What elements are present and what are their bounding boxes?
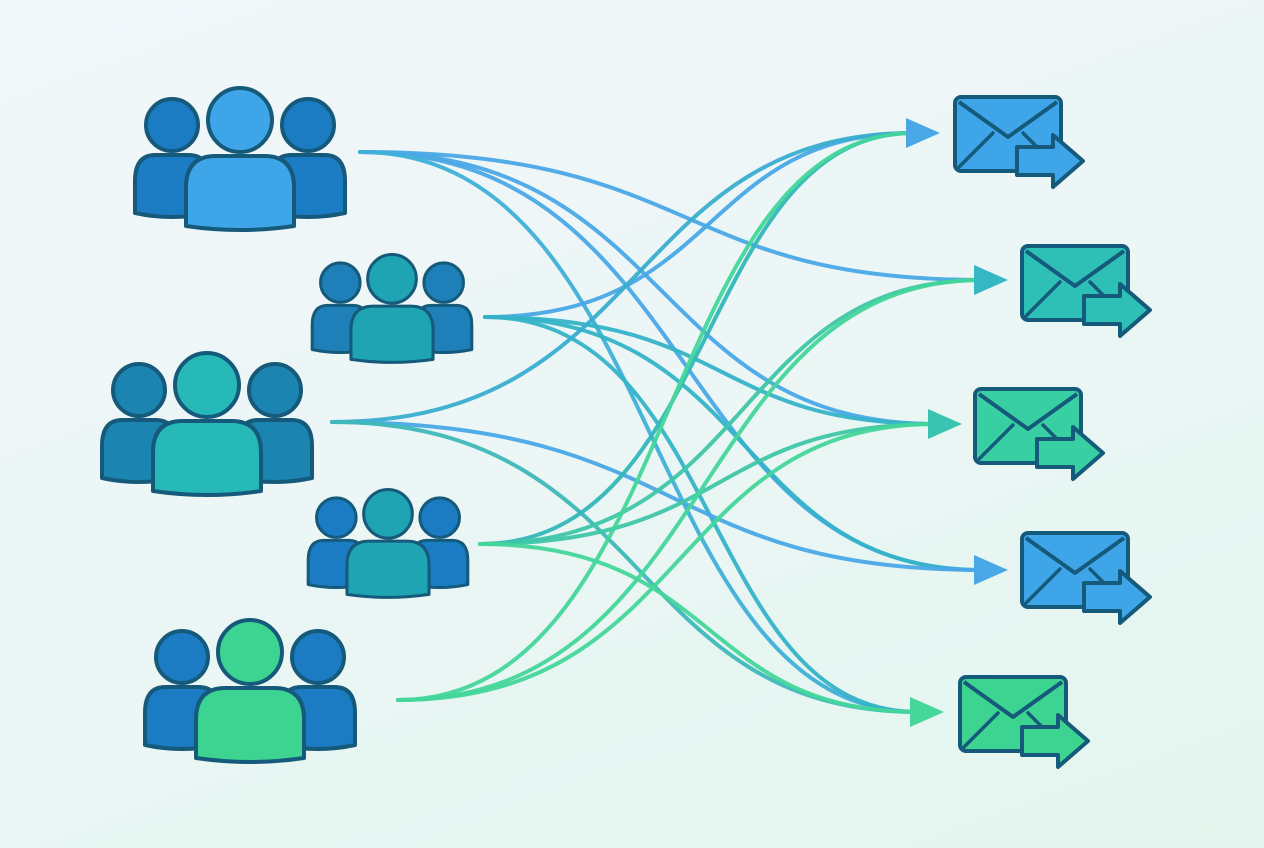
connection-line-4-to-3 [478, 422, 938, 546]
connection-line-5-to-1 [396, 131, 916, 702]
arrowhead-2 [974, 265, 1008, 295]
message-icons [953, 95, 1152, 769]
arrowheads [906, 118, 1008, 727]
connection-line-2-to-4 [483, 315, 984, 572]
person-center [345, 487, 431, 599]
user-group-icon [100, 351, 314, 497]
person-center [194, 618, 306, 764]
user-group-icon [143, 618, 357, 764]
send-mail-icon [973, 387, 1105, 481]
connection-line-3-to-4 [330, 420, 984, 572]
send-mail-icon [1020, 531, 1152, 625]
connection-line-4-to-5 [478, 542, 920, 714]
user-group-icon [306, 487, 470, 599]
connection-line-1-to-5 [358, 150, 920, 714]
user-group-icon [133, 86, 347, 232]
connection-line-3-to-1 [330, 131, 916, 424]
forward-arrow-icon [1082, 569, 1152, 625]
user-group-icon [310, 252, 474, 364]
person-center [349, 252, 435, 364]
connection-line-5-to-3 [396, 422, 938, 702]
forward-arrow-icon [1082, 282, 1152, 338]
arrowhead-1 [906, 118, 940, 148]
audience-groups [100, 86, 474, 764]
send-mail-icon [953, 95, 1085, 189]
forward-arrow-icon [1035, 425, 1105, 481]
connection-lines [330, 131, 984, 714]
person-center [184, 86, 296, 232]
connection-line-2-to-3 [483, 315, 938, 426]
send-mail-icon [958, 675, 1090, 769]
arrowhead-4 [974, 555, 1008, 585]
forward-arrow-icon [1015, 133, 1085, 189]
person-center [151, 351, 263, 497]
arrowhead-3 [928, 409, 962, 439]
send-mail-icon [1020, 244, 1152, 338]
arrowhead-5 [910, 697, 944, 727]
connection-line-1-to-3 [358, 150, 938, 426]
forward-arrow-icon [1020, 713, 1090, 769]
connection-line-2-to-5 [483, 315, 920, 714]
connection-line-5-to-2 [396, 278, 984, 702]
connection-line-1-to-2 [358, 150, 984, 282]
person-right [236, 362, 314, 484]
